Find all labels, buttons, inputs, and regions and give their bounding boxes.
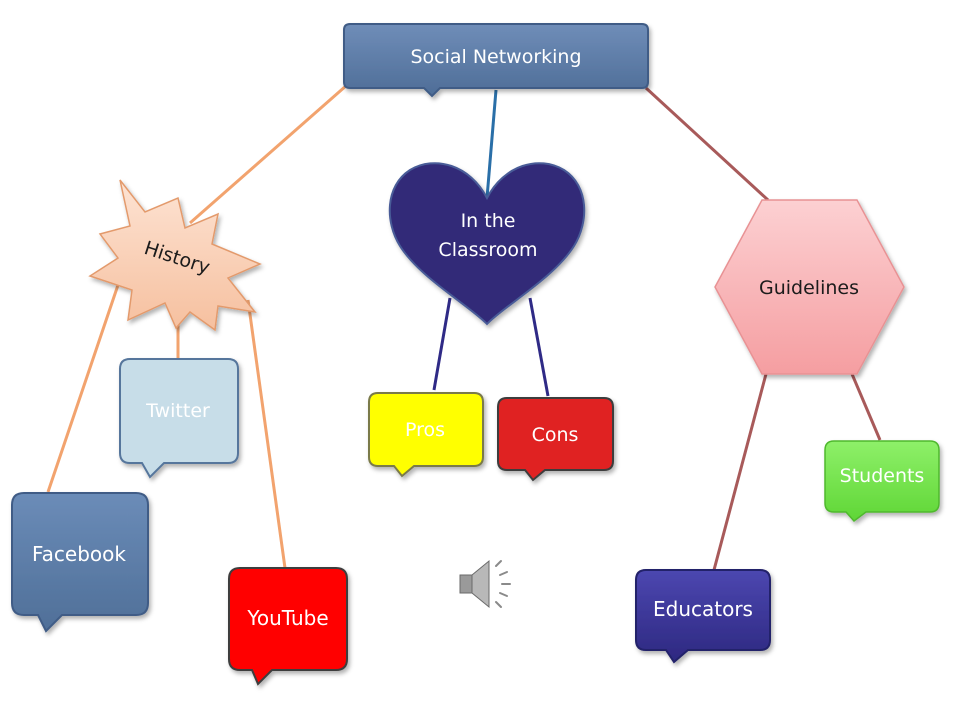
node-cons-label: Cons — [532, 424, 579, 446]
node-students-label: Students — [840, 465, 925, 487]
speaker-icon-cone — [471, 559, 490, 609]
connector-history-youtube — [246, 299, 287, 569]
node-pros-label: Pros — [405, 419, 445, 441]
node-facebook-label: Facebook — [32, 542, 126, 566]
node-guidelines[interactable]: Guidelines — [714, 199, 905, 375]
node-pros[interactable]: Pros — [368, 392, 484, 478]
node-cons-shape — [497, 397, 614, 482]
node-social-networking-label: Social Networking — [410, 46, 581, 68]
node-guidelines-label: Guidelines — [759, 277, 859, 299]
node-educators-label: Educators — [653, 597, 753, 621]
node-youtube-shape — [228, 567, 348, 686]
node-in-the-classroom-label-line1: In the — [461, 210, 516, 232]
node-youtube-label: YouTube — [246, 606, 328, 630]
node-students[interactable]: Students — [824, 440, 940, 523]
connector-classroom-pros — [432, 297, 452, 391]
connector-guidelines-students — [850, 373, 882, 441]
node-in-the-classroom-shape — [388, 162, 586, 326]
speaker-icon[interactable] — [459, 559, 511, 609]
node-pros-shape — [368, 392, 484, 478]
node-educators[interactable]: Educators — [635, 569, 771, 664]
node-educators-shape — [635, 569, 771, 664]
node-cons[interactable]: Cons — [497, 397, 614, 482]
node-facebook[interactable]: Facebook — [11, 492, 149, 633]
node-twitter-shape — [119, 358, 239, 479]
node-history-shape — [88, 179, 262, 332]
node-history[interactable]: History — [88, 179, 262, 332]
connector-guidelines-educators — [712, 373, 768, 571]
node-in-the-classroom-label-line2: Classroom — [438, 239, 537, 261]
node-in-the-classroom[interactable]: In the Classroom — [388, 162, 586, 326]
node-social-networking-shape — [343, 23, 649, 98]
node-students-shape — [824, 440, 940, 523]
connector-root-history — [189, 83, 348, 225]
connectors — [46, 83, 882, 571]
connector-history-facebook — [46, 284, 120, 493]
node-youtube[interactable]: YouTube — [228, 567, 348, 686]
node-guidelines-shape — [714, 199, 905, 375]
connector-root-classroom — [485, 89, 498, 199]
node-twitter[interactable]: Twitter — [119, 358, 239, 479]
speaker-icon-body — [459, 574, 473, 594]
connector-root-guidelines — [644, 86, 770, 202]
node-facebook-shape — [11, 492, 149, 633]
node-social-networking[interactable]: Social Networking — [343, 23, 649, 98]
speaker-icon-waves — [495, 560, 511, 608]
node-twitter-label: Twitter — [145, 400, 210, 422]
connector-classroom-cons — [528, 297, 550, 397]
